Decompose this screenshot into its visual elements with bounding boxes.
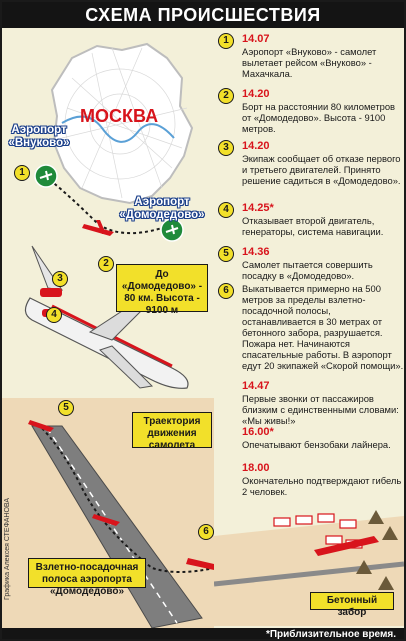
airport-plane-icon [34, 164, 58, 188]
timeline-entry: 5 14.36 Самолет пытается совершить посад… [218, 246, 402, 286]
marker-3: 3 [52, 271, 68, 287]
timeline-time: 14.20 [242, 140, 270, 152]
timeline-entry: 3 14.20 Экипаж сообщает об отказе первог… [218, 140, 402, 200]
footnote: *Приблизительное время. [2, 628, 404, 639]
wrecked-plane [314, 536, 379, 556]
marker-5: 5 [58, 400, 74, 416]
timeline-text: Первые звонки от пассажиров близким с ед… [242, 393, 399, 426]
timeline-badge: 3 [218, 140, 234, 156]
tree-icon [356, 560, 372, 574]
timeline-entry: 18.00 Окончательно подтверждают гибель 2… [218, 462, 402, 502]
timeline-text: Выкатывается примерно на 500 метров за п… [242, 283, 404, 371]
timeline-entry: 4 14.25* Отказывает второй двигатель, ге… [218, 202, 402, 246]
timeline-entry: 6 Выкатывается примерно на 500 метров за… [218, 283, 404, 393]
timeline-badge: 4 [218, 202, 234, 218]
timeline-text: Борт на расстоянии 80 километров от «Дом… [242, 101, 396, 134]
fire-truck-icon [339, 519, 357, 529]
plane-icon [186, 558, 214, 570]
page-title: СХЕМА ПРОИСШЕСТВИЯ [2, 2, 404, 28]
timeline-time: 14.36 [242, 246, 270, 258]
timeline-text: Окончательно подтверждают гибель 2 челов… [242, 475, 402, 497]
timeline-text: Аэропорт «Внуково» - самолет вылетает ре… [242, 46, 377, 79]
timeline-time: 14.20 [242, 88, 270, 100]
timeline-time: 16.00* [242, 426, 274, 438]
timeline-entry: 14.47 Первые звонки от пассажиров близки… [218, 380, 402, 426]
distance-altitude-callout: До «Домодедово» - 80 км. Высота - 9100 м [116, 264, 208, 316]
plane-icon [82, 220, 114, 236]
timeline-text: Опечатывают бензобаки лайнера. [242, 439, 391, 450]
trajectory-callout: Траектория движения самолета [132, 412, 212, 451]
timeline-badge: 2 [218, 88, 234, 104]
timeline-text: Самолет пытается совершить посадку в «До… [242, 259, 373, 281]
illustration-panel: МОСКВА Аэропорт «Внуково» Аэропорт «Домо… [2, 28, 215, 639]
timeline-text: Отказывает второй двигатель, генераторы,… [242, 215, 384, 237]
map-city-label: МОСКВА [80, 106, 159, 126]
fire-truck-icon [273, 517, 291, 527]
moscow-streets [61, 47, 188, 199]
timeline-entry: 1 14.07 Аэропорт «Внуково» - самолет выл… [218, 33, 402, 99]
tree-icon [382, 526, 398, 540]
timeline-badge: 5 [218, 246, 234, 262]
plane-icon [92, 514, 120, 526]
timeline-text: Экипаж сообщает об отказе первого и трет… [242, 153, 401, 186]
timeline-badge: 1 [218, 33, 234, 49]
fire-truck-icon [317, 513, 335, 523]
marker-4: 4 [46, 307, 62, 323]
timeline-time: 14.07 [242, 33, 270, 45]
marker-6: 6 [198, 524, 214, 540]
tree-icon [368, 510, 384, 524]
timeline-entry: 2 14.20 Борт на расстоянии 80 километров… [218, 88, 402, 144]
airport-vnukovo-label: Аэропорт «Внуково» [8, 124, 70, 149]
tree-icon [378, 576, 394, 590]
timeline-time: 14.25* [242, 202, 274, 214]
marker-2: 2 [98, 256, 114, 272]
flight-path [49, 179, 163, 235]
concrete-fence-callout: Бетонный забор [310, 592, 394, 618]
moscow-river [61, 115, 175, 143]
concrete-fence-line [214, 561, 404, 587]
timeline-entry: 16.00* Опечатывают бензобаки лайнера. [218, 426, 402, 460]
plane-icon [28, 420, 54, 432]
timeline-time: 18.00 [242, 462, 270, 474]
fire-truck-icon [295, 515, 313, 525]
airport-domodedovo-label: Аэропорт «Домодедово» [119, 196, 205, 221]
graphic-credit: Графика Алексея СТЕФАНОВА [4, 497, 11, 600]
timeline-badge: 6 [218, 283, 234, 299]
marker-1: 1 [14, 165, 30, 181]
landing-path [37, 423, 215, 573]
timeline-time: 14.47 [242, 380, 270, 392]
timeline-panel: 1 14.07 Аэропорт «Внуково» - самолет выл… [214, 28, 404, 628]
runway-callout: Взлетно-посадочная полоса аэропорта «Дом… [28, 558, 146, 597]
fire-truck-icon [325, 535, 343, 545]
scheme-illustration [2, 42, 215, 639]
airport-plane-icon [160, 218, 184, 242]
